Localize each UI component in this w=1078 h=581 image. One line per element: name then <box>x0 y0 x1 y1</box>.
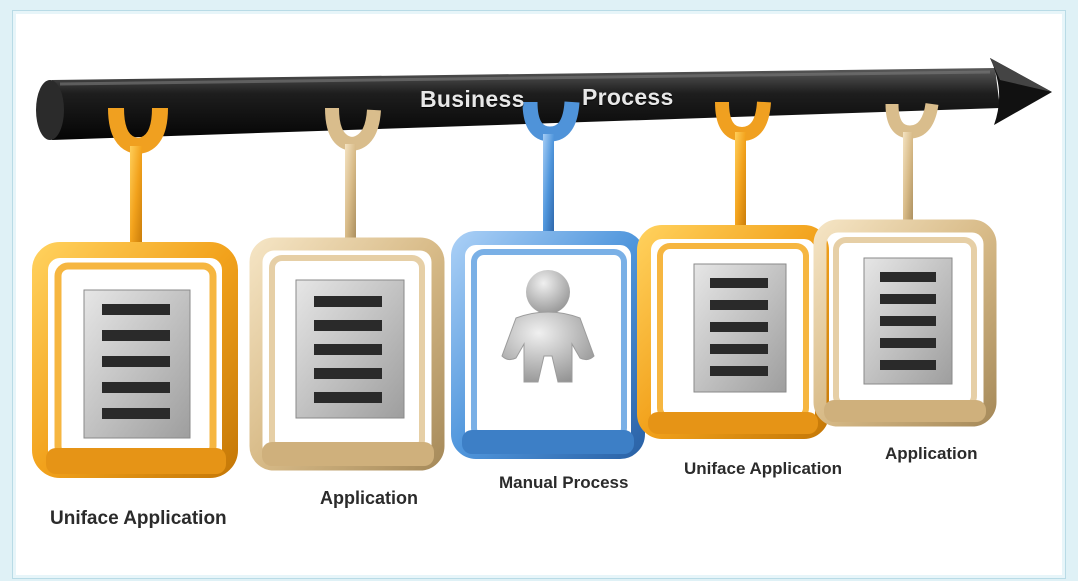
person-icon <box>501 270 595 383</box>
title-process: Process <box>582 84 674 110</box>
hanger-5 <box>885 102 939 228</box>
hanger-2 <box>325 107 381 244</box>
title-business: Business <box>420 86 525 112</box>
document-icon <box>693 263 787 393</box>
document-icon <box>863 257 953 385</box>
label-uniface-application-1: Uniface Application <box>50 508 227 529</box>
hanger-4 <box>715 101 771 234</box>
label-application-1: Application <box>320 488 418 508</box>
label-manual-process: Manual Process <box>499 473 629 492</box>
frame-uniface-1 <box>32 242 238 478</box>
hanger-1 <box>108 107 168 250</box>
label-application-2: Application <box>885 444 978 463</box>
document-icon <box>83 289 191 439</box>
hanger-3 <box>522 101 580 238</box>
frame-application-2 <box>813 219 997 427</box>
arrow-icon <box>36 58 1052 140</box>
frame-application-1 <box>249 237 445 471</box>
document-icon <box>295 279 405 419</box>
label-uniface-application-2: Uniface Application <box>684 459 843 478</box>
